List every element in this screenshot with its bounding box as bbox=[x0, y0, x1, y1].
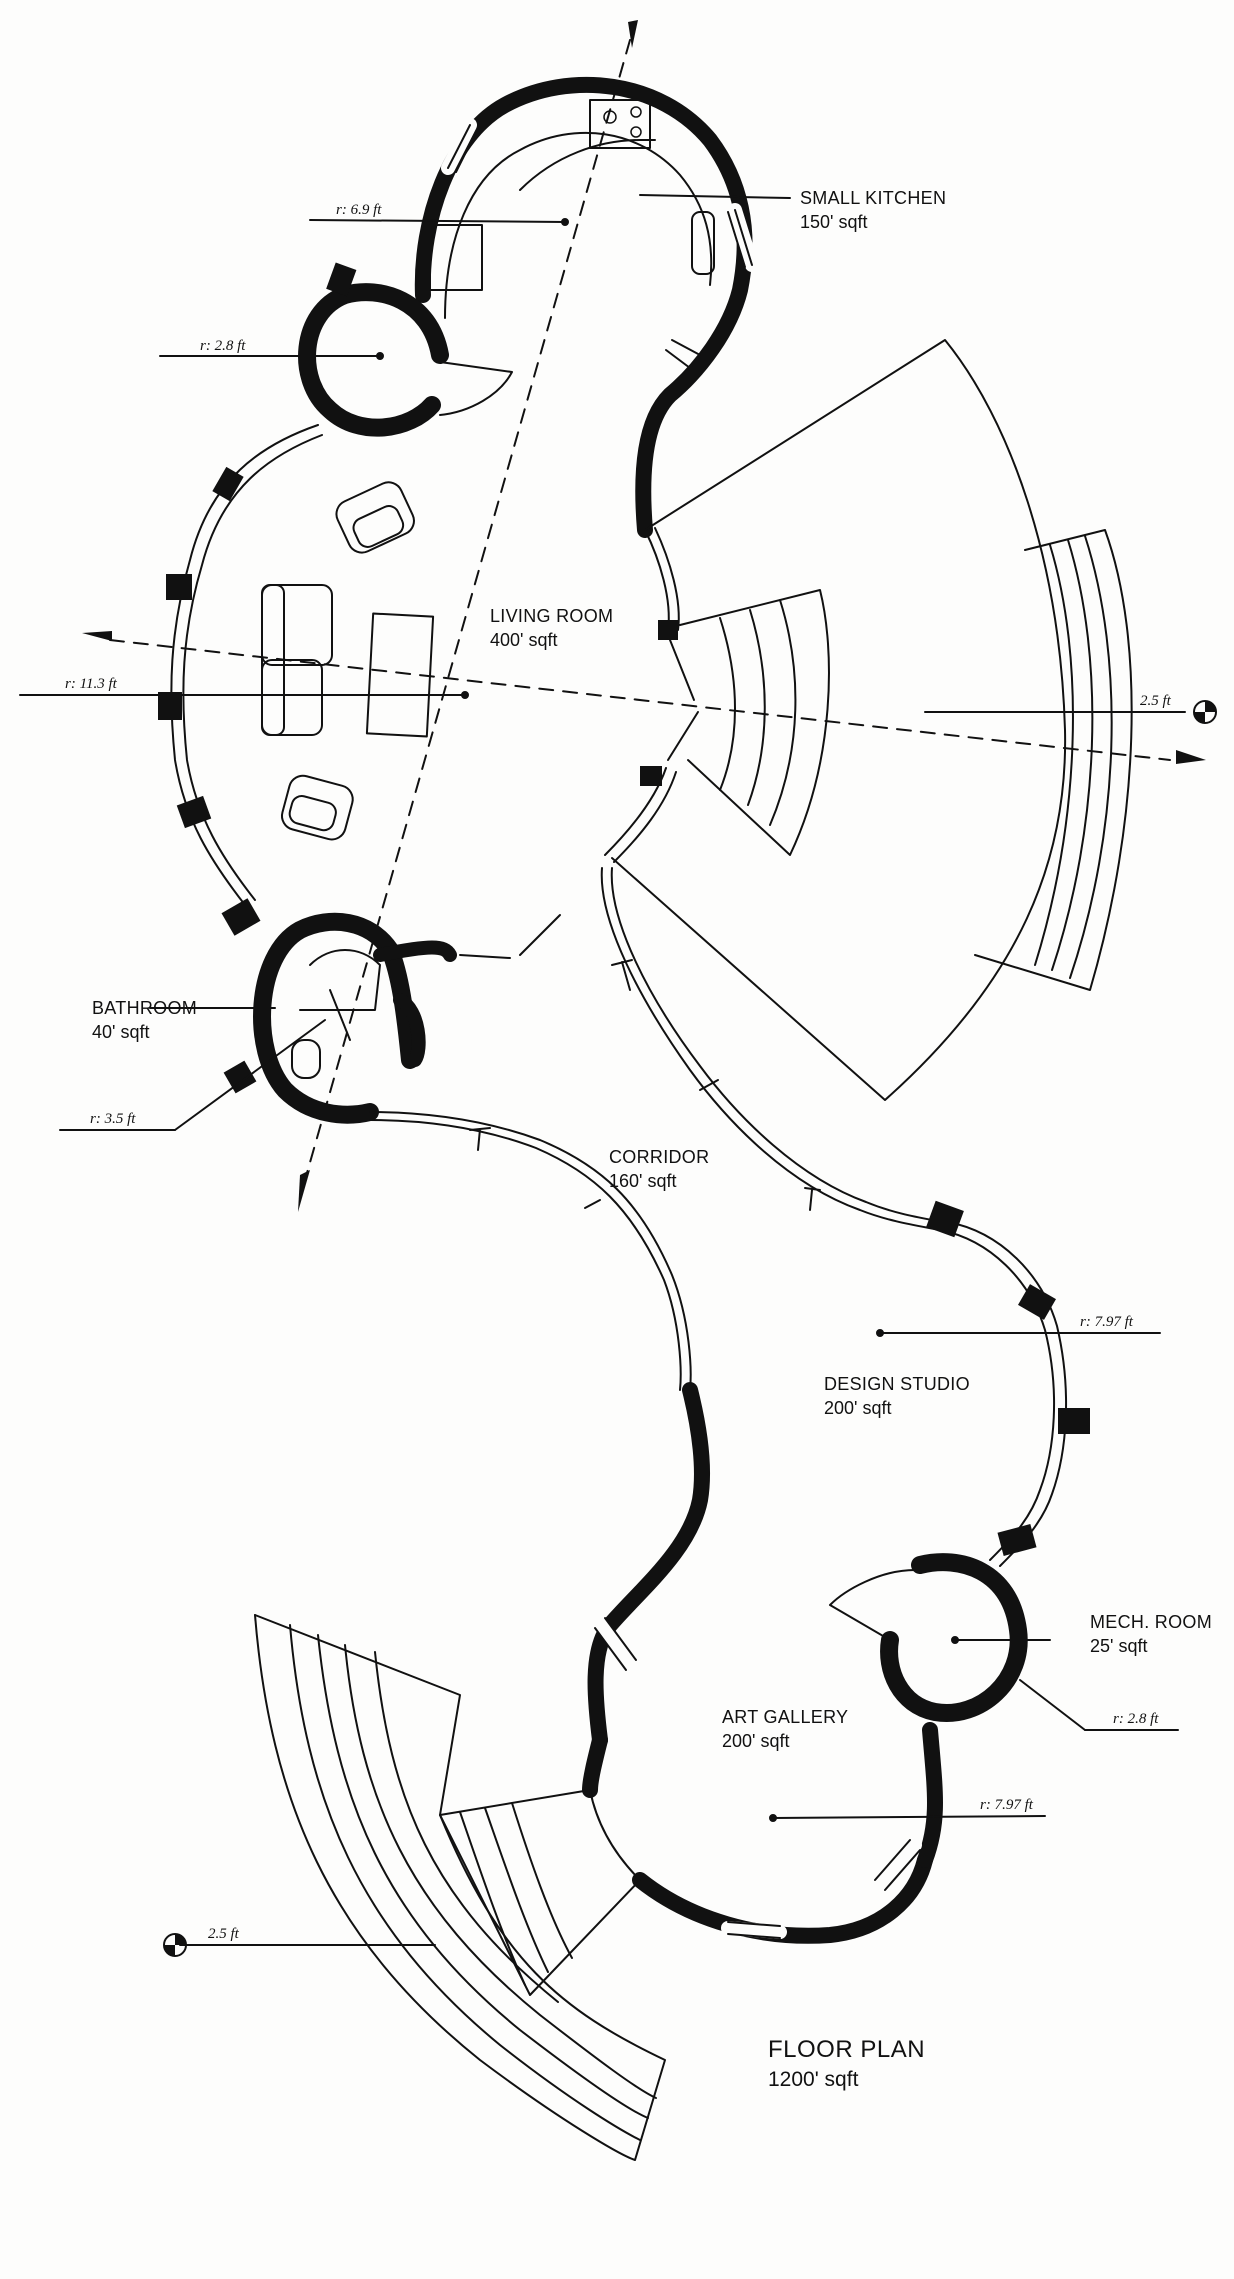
plan-title: FLOOR PLAN bbox=[768, 2036, 926, 2063]
room-label-art-gallery: ART GALLERY 200' sqft bbox=[722, 1705, 848, 1754]
upper-deck bbox=[611, 339, 1133, 1101]
room-label-living-room: LIVING ROOM 400' sqft bbox=[490, 604, 613, 653]
dimension-living-radius: r: 11.3 ft bbox=[65, 676, 117, 692]
mech-room-walls bbox=[829, 1553, 1028, 1722]
room-area: 400' sqft bbox=[490, 630, 558, 651]
room-name: MECH. ROOM bbox=[1090, 1612, 1212, 1632]
lower-deck bbox=[254, 1614, 666, 2161]
sofa-icon bbox=[261, 584, 333, 736]
room-name: BATHROOM bbox=[92, 998, 198, 1018]
dimension-lower-deck: 2.5 ft bbox=[208, 1926, 239, 1942]
room-name: ART GALLERY bbox=[722, 1707, 849, 1727]
living-room-walls bbox=[158, 424, 699, 936]
room-label-mech-room: MECH. ROOM 25' sqft bbox=[1090, 1610, 1212, 1659]
corridor-walls bbox=[369, 867, 943, 1391]
dimension-upper-deck: 2.5 ft bbox=[1140, 693, 1171, 709]
plan-total-area: 1200' sqft bbox=[768, 2068, 859, 2091]
room-area: 160' sqft bbox=[609, 1171, 677, 1192]
room-area: 200' sqft bbox=[722, 1731, 790, 1752]
room-name: SMALL KITCHEN bbox=[800, 188, 947, 208]
room-name: LIVING ROOM bbox=[490, 606, 614, 626]
room-area: 150' sqft bbox=[800, 212, 868, 233]
room-label-design-studio: DESIGN STUDIO 200' sqft bbox=[824, 1372, 970, 1421]
armchair-icon-2 bbox=[280, 774, 354, 841]
datum-marker-icons bbox=[163, 700, 1217, 1957]
dimension-closet-radius: r: 2.8 ft bbox=[200, 338, 246, 354]
plan-title-block: FLOOR PLAN 1200' sqft bbox=[768, 2036, 925, 2092]
art-gallery-walls bbox=[582, 1615, 943, 1944]
room-area: 40' sqft bbox=[92, 1022, 150, 1043]
room-label-small-kitchen: SMALL KITCHEN 150' sqft bbox=[800, 186, 946, 235]
dimension-gallery-radius: r: 7.97 ft bbox=[980, 1797, 1033, 1813]
room-label-bathroom: BATHROOM 40' sqft bbox=[92, 996, 197, 1045]
dimension-studio-radius: r: 7.97 ft bbox=[1080, 1314, 1133, 1330]
room-area: 25' sqft bbox=[1090, 1636, 1148, 1657]
room-name: DESIGN STUDIO bbox=[824, 1374, 970, 1394]
dimension-mech-radius: r: 2.8 ft bbox=[1113, 1711, 1159, 1727]
corridor-markers bbox=[469, 959, 821, 1211]
kitchen-walls bbox=[414, 76, 759, 538]
section-arrow-icons bbox=[82, 20, 1206, 1212]
room-name: CORRIDOR bbox=[609, 1147, 710, 1167]
armchair-icon bbox=[335, 481, 415, 554]
design-studio-walls bbox=[587, 1200, 1090, 1748]
dimension-kitchen-radius: r: 6.9 ft bbox=[336, 202, 382, 218]
dimension-bath-radius: r: 3.5 ft bbox=[90, 1111, 136, 1127]
room-area: 200' sqft bbox=[824, 1398, 892, 1419]
coffee-table-icon bbox=[365, 612, 435, 738]
closet-walls bbox=[298, 262, 513, 437]
room-label-corridor: CORRIDOR 160' sqft bbox=[609, 1145, 709, 1194]
bathroom-walls bbox=[223, 912, 561, 1124]
dimension-leaders bbox=[19, 194, 1186, 1946]
